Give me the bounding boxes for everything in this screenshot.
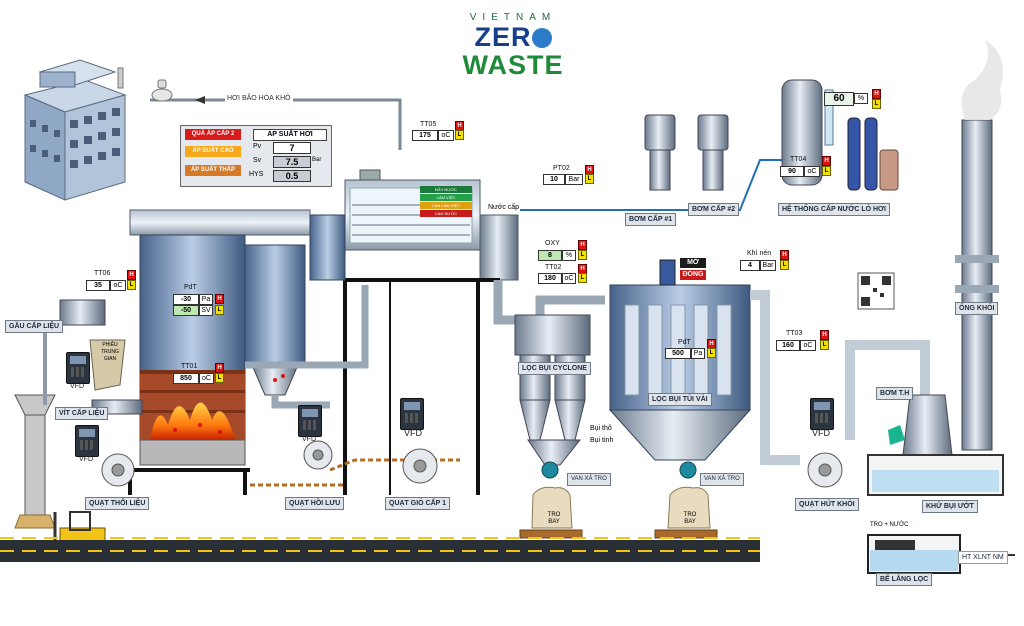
label-settling-tank: BỂ LẮNG LỌC [876, 573, 933, 586]
water-treatment [781, 79, 899, 191]
label-feed-blower: QUẠT THỔI LIỆU [85, 497, 150, 510]
label-circ-pump: BƠM T.H [876, 387, 914, 400]
label-stack: ỐNG KHÓI [955, 302, 999, 315]
qr-code [857, 272, 895, 310]
label-wet-scrubber: KHỬ BỤI ƯỚT [922, 500, 978, 513]
vfd-primary[interactable] [400, 398, 424, 430]
vfd-recirc[interactable] [298, 405, 322, 437]
vfd-recirc-label: VFD [302, 436, 316, 443]
factory-building [23, 59, 127, 201]
globe-icon [531, 28, 552, 48]
steel-structure [128, 278, 500, 495]
vfd-id-fan[interactable] [810, 398, 834, 430]
label-bag-filter: LỌC BỤI TÚI VẢI [648, 393, 712, 406]
logo-top: VIETNAM [469, 12, 557, 23]
vfd-primary-label: VFD [404, 428, 422, 438]
sv-label: Sv [253, 157, 262, 164]
drum-level-panel: ĐẦY NƯỚC LÀM VIỆC CẠN LÀM VIỆC CẠN NƯỚC [420, 186, 472, 217]
alarm-ap-suat-thap[interactable]: ÁP SUẤT THẤP [185, 165, 241, 176]
pv-label: Pv [253, 143, 262, 150]
level-low-work: CẠN LÀM VIỆC [420, 202, 472, 209]
fans [101, 440, 843, 488]
sv-value[interactable]: 7.5 [273, 156, 311, 168]
vfd-blower-label: VFD [79, 456, 93, 463]
ash-bags [519, 461, 718, 539]
hys-label: HYS [249, 171, 264, 178]
coarse-dust-label: Bụi thô [590, 425, 612, 432]
wet-scrubber [867, 394, 1004, 496]
label-id-fan: QUẠT HÚT KHÓI [795, 498, 859, 511]
ash-water-label: TRO + NƯỚC [870, 522, 909, 528]
label-screw-conveyor: VÍT CẤP LIỆU [55, 407, 109, 420]
label-cyclone: LỌC BỤI CYCLONE [518, 362, 591, 375]
label-wastewater: HT XLNT NM [958, 551, 1008, 564]
ash-bag-label-1: TRO BAY [547, 512, 561, 525]
hys-value[interactable]: 0.5 [273, 170, 311, 182]
logo: VIETNAM ZERWASTE [428, 12, 598, 79]
label-water-system: HỆ THỐNG CẤP NƯỚC LÒ HƠI [778, 203, 890, 216]
alarm-qua-ap-2[interactable]: QUÁ ÁP CẤP 2 [185, 129, 241, 140]
label-feed-pump-2: BƠM CẤP #2 [688, 203, 740, 216]
label-ash-valve-2: VAN XẢ TRO [700, 473, 744, 486]
pv-value: 7 [273, 142, 311, 154]
vfd-feed[interactable] [66, 352, 90, 384]
level-full: ĐẦY NƯỚC [420, 186, 472, 193]
feed-water-label: Nước cấp [488, 204, 520, 211]
feed-pumps [644, 114, 729, 191]
vfd-id-fan-label: VFD [812, 428, 830, 438]
level-empty: CẠN NƯỚC [420, 210, 472, 217]
vfd-blower[interactable] [75, 425, 99, 457]
settling-tank [867, 534, 1015, 574]
alarm-ap-suat-cao[interactable]: ÁP SUẤT CAO [185, 146, 241, 157]
bag-filter [608, 259, 752, 461]
camera-icon [151, 79, 173, 102]
level-work: LÀM VIỆC [420, 194, 472, 201]
steam-line-label: HƠI BÃO HÒA KHÔ [225, 95, 293, 102]
label-primary-fan: QUẠT GIÓ CẤP 1 [385, 497, 451, 510]
pressure-panel: QUÁ ÁP CẤP 2 ÁP SUẤT CAO ÁP SUẤT THẤP ÁP… [180, 125, 332, 187]
fine-dust-label: Bụi tinh [590, 437, 614, 444]
label-feed-pump-1: BƠM CẤP #1 [625, 213, 677, 226]
valve-open-button[interactable]: MỞ [680, 258, 706, 268]
pressure-unit: Bar [312, 157, 322, 163]
valve-close-button[interactable]: ĐÓNG [680, 270, 706, 280]
chimney [955, 40, 1003, 451]
label-ash-valve-1: VAN XẢ TRO [567, 473, 611, 486]
pressure-title: ÁP SUẤT HƠI [253, 129, 327, 141]
logo-text-left: ZER [474, 22, 532, 52]
cyclone [514, 314, 591, 466]
label-recirc-fan: QUẠT HỒI LƯU [285, 497, 345, 510]
intermediate-hopper-label: PHIỄU TRUNG GIAN [101, 342, 119, 362]
label-bucket-elevator: GẦU CẤP LIỆU [5, 320, 64, 333]
vfd-feed-label: VFD [70, 383, 84, 390]
logo-text-right: WASTE [462, 50, 564, 80]
ash-bag-label-2: TRO BAY [683, 512, 697, 525]
